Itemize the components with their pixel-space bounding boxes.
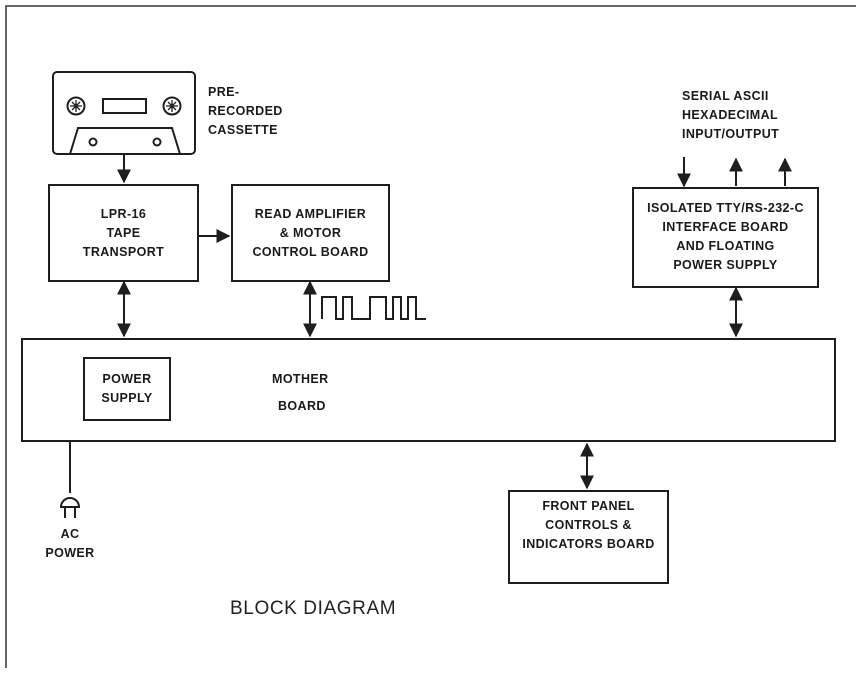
interface-board-label: ISOLATED TTY/RS-232-C INTERFACE BOARD AN… xyxy=(632,199,819,275)
power-supply-label: POWER SUPPLY xyxy=(83,370,171,408)
read-amplifier-label: READ AMPLIFIER & MOTOR CONTROL BOARD xyxy=(231,205,390,262)
front-panel-label: FRONT PANEL CONTROLS & INDICATORS BOARD xyxy=(508,497,669,554)
tape-transport-label: LPR-16 TAPE TRANSPORT xyxy=(48,205,199,262)
mother-board-label: MOTHER BOARD xyxy=(272,366,329,420)
serial-io-label: SERIAL ASCII HEXADECIMAL INPUT/OUTPUT xyxy=(682,87,779,144)
pulse-train-icon xyxy=(322,297,426,319)
ac-power-label: AC POWER xyxy=(40,525,100,563)
cassette-label: PRE- RECORDED CASSETTE xyxy=(208,83,283,140)
ac-plug-icon xyxy=(61,498,79,518)
cassette-icon xyxy=(53,72,195,154)
diagram-title: BLOCK DIAGRAM xyxy=(230,598,396,620)
